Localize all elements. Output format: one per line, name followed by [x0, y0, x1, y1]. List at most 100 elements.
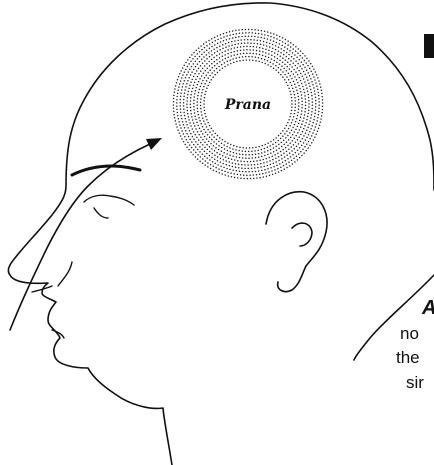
halo-dot: [276, 42, 278, 44]
halo-dot: [255, 153, 257, 155]
halo-dot: [176, 82, 178, 84]
halo-dot: [287, 85, 289, 87]
halo-dot: [314, 113, 316, 115]
halo-dot: [179, 73, 181, 75]
halo-dot: [262, 51, 264, 53]
halo-dot: [295, 107, 297, 109]
halo-dot: [257, 163, 259, 165]
halo-dot: [232, 34, 234, 36]
halo-dot: [262, 159, 264, 161]
halo-dot: [242, 150, 244, 152]
halo-dot: [177, 129, 179, 131]
halo-dot: [219, 57, 221, 59]
halo-dot: [176, 126, 178, 128]
halo-dot: [265, 56, 267, 58]
halo-dot: [264, 37, 266, 39]
halo-dot: [261, 156, 263, 158]
halo-dot: [173, 101, 175, 103]
halo-dot: [245, 36, 247, 38]
halo-dot: [229, 34, 231, 36]
halo-dot: [212, 76, 214, 78]
halo-dot: [287, 40, 289, 42]
halo-dot: [238, 150, 240, 152]
halo-dot: [242, 157, 244, 159]
halo-dot: [252, 154, 254, 156]
halo-dot: [293, 58, 295, 60]
halo-dot: [292, 154, 294, 156]
halo-dot: [187, 66, 189, 68]
halo-dot: [262, 48, 264, 50]
halo-dot: [198, 47, 200, 49]
halo-dot: [183, 133, 185, 135]
halo-dot: [186, 133, 188, 135]
halo-dot: [315, 82, 317, 84]
halo-dot: [300, 126, 302, 128]
halo-dot: [256, 174, 258, 176]
halo-dot: [298, 143, 300, 145]
halo-dot: [289, 50, 291, 52]
halo-dot: [308, 134, 310, 136]
halo-dot: [176, 109, 178, 111]
halo-dot: [265, 172, 267, 174]
halo-dot: [257, 150, 259, 152]
halo-dot: [200, 136, 202, 138]
halo-dot: [295, 121, 297, 123]
halo-dot: [313, 119, 315, 121]
halo-dot: [199, 160, 201, 162]
halo-dot: [209, 159, 211, 161]
halo-dot: [209, 151, 211, 153]
halo-dot: [317, 88, 319, 90]
halo-dot: [288, 128, 290, 130]
halo-dot: [297, 132, 299, 134]
halo-dot: [224, 66, 226, 68]
halo-dot: [221, 143, 223, 145]
halo-dot: [315, 109, 317, 111]
halo-dot: [312, 132, 314, 134]
halo-dot: [193, 144, 195, 146]
halo-dot: [305, 62, 307, 64]
halo-dot: [278, 148, 280, 150]
halo-dot: [278, 144, 280, 146]
halo-dot: [261, 149, 263, 151]
halo-dot: [207, 72, 209, 74]
halo-dot: [241, 39, 243, 41]
halo-dot: [269, 160, 271, 162]
halo-dot: [289, 125, 291, 127]
halo-dot: [229, 59, 231, 61]
halo-dot: [220, 41, 222, 43]
halo-dot: [264, 155, 266, 157]
halo-dot: [303, 135, 305, 137]
eye: [84, 195, 134, 218]
halo-dot: [182, 86, 184, 88]
halo-dot: [301, 83, 303, 85]
halo-dot: [288, 79, 290, 81]
halo-dot: [317, 92, 319, 94]
halo-dot: [178, 118, 180, 120]
halo-dot: [205, 74, 207, 76]
halo-dot: [190, 103, 192, 105]
halo-dot: [289, 91, 291, 93]
halo-dot: [258, 61, 260, 63]
halo-dot: [199, 120, 201, 122]
halo-dot: [294, 76, 296, 78]
halo-dot: [267, 60, 269, 62]
halo-dot: [229, 154, 231, 156]
halo-dot: [238, 36, 240, 38]
halo-dot: [213, 169, 215, 171]
halo-dot: [281, 48, 283, 50]
halo-dot: [193, 106, 195, 108]
halo-dot: [289, 132, 291, 134]
halo-dot: [217, 39, 219, 41]
halo-dot: [293, 144, 295, 146]
halo-dot: [220, 161, 222, 163]
halo-dot: [285, 147, 287, 149]
halo-dot: [291, 106, 293, 108]
halo-dot: [176, 105, 178, 107]
halo-dot: [258, 146, 260, 148]
halo-dot: [298, 85, 300, 87]
halo-dot: [209, 155, 211, 157]
halo-dot: [198, 68, 200, 70]
halo-dot: [281, 65, 283, 67]
halo-dot: [187, 80, 189, 82]
halo-dot: [190, 151, 192, 153]
